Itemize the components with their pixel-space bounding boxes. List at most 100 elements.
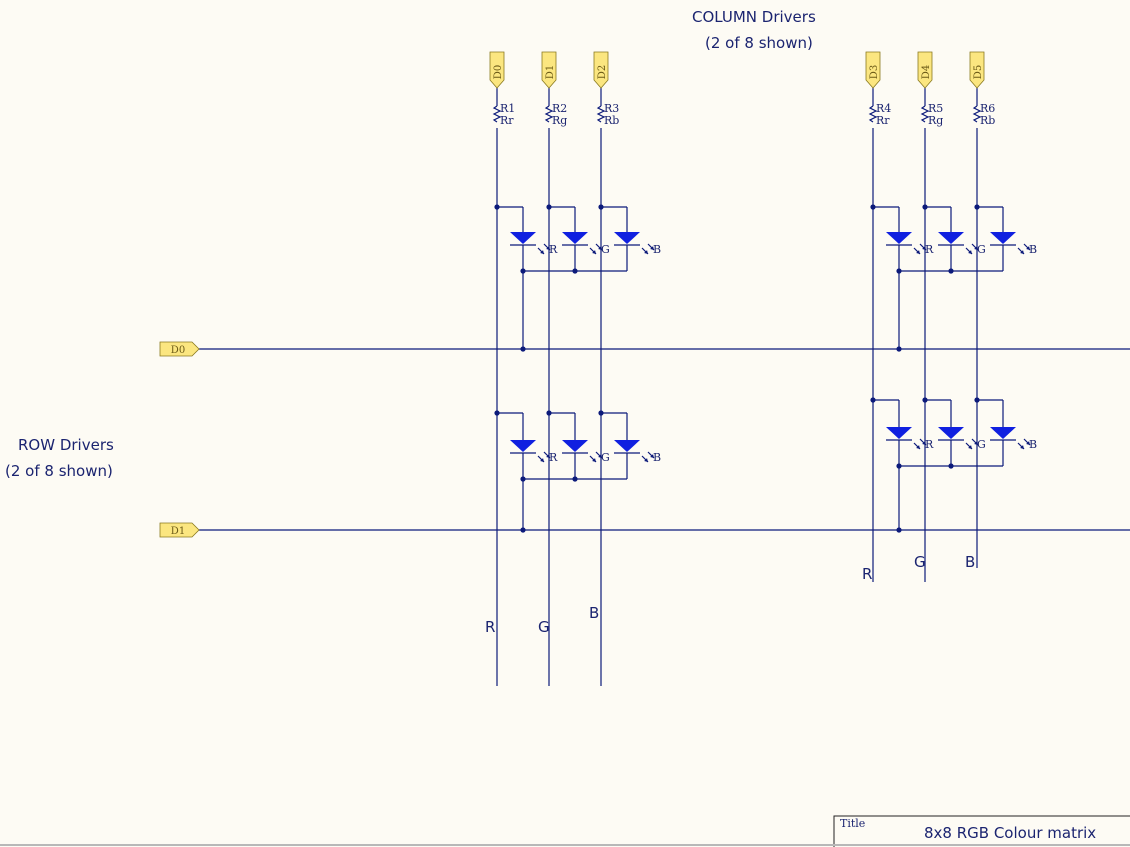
resistor-icon xyxy=(920,105,930,123)
led-color-label: R xyxy=(549,243,558,256)
arrow-head xyxy=(922,441,926,445)
resistor-icon xyxy=(492,105,502,123)
arrow-head xyxy=(922,246,926,250)
column-port-d4[interactable]: D4 xyxy=(917,51,933,89)
led-icon xyxy=(614,232,640,244)
junction-dot xyxy=(922,204,928,210)
resistor-value: Rg xyxy=(552,114,567,127)
port-flag xyxy=(969,51,985,89)
junction-dot xyxy=(572,476,578,482)
port-flag xyxy=(159,522,200,538)
row-port-d0[interactable]: D0 xyxy=(159,341,200,357)
led-icon xyxy=(990,427,1016,439)
column-port-d5[interactable]: D5 xyxy=(969,51,985,89)
led-color-label: B xyxy=(653,451,661,464)
port-label: D4 xyxy=(921,65,932,79)
port-flag xyxy=(541,51,557,89)
led-color-label: G xyxy=(601,243,610,256)
arrow-head xyxy=(598,454,602,458)
arrow-head xyxy=(916,445,920,449)
arrow-head xyxy=(650,246,654,250)
port-flag xyxy=(159,341,200,357)
led-color-label: R xyxy=(549,451,558,464)
junction-dot xyxy=(870,204,876,210)
bus-label-r: R xyxy=(862,565,872,583)
arrow-head xyxy=(644,250,648,254)
column-port-d3[interactable]: D3 xyxy=(865,51,881,89)
led-icon xyxy=(510,440,536,452)
arrow-head xyxy=(1020,250,1024,254)
led-icon xyxy=(614,440,640,452)
resistor-icon xyxy=(596,105,606,123)
junction-dot xyxy=(896,463,902,469)
title-block: Title 8x8 RGB Colour matrix xyxy=(833,815,1130,847)
resistor-icon xyxy=(972,105,982,123)
led-color-label: R xyxy=(925,243,934,256)
junction-dot xyxy=(546,204,552,210)
arrow-head xyxy=(1026,441,1030,445)
arrow-head xyxy=(974,441,978,445)
resistor-value: Rg xyxy=(928,114,943,127)
led-color-label: G xyxy=(977,438,986,451)
arrow-head xyxy=(546,246,550,250)
port-label: D1 xyxy=(545,65,556,79)
resistor-value: Rb xyxy=(604,114,619,127)
arrow-head xyxy=(598,246,602,250)
port-label: D3 xyxy=(869,65,880,79)
column-drivers-subtitle: (2 of 8 shown) xyxy=(705,34,813,52)
junction-dot xyxy=(948,268,954,274)
led-color-label: B xyxy=(653,243,661,256)
parts-layer: D0R1RrD1R2RgD2R3RbD3R4RrD4R5RgD5R6RbD0D1… xyxy=(159,51,1037,636)
junction-dot xyxy=(598,410,604,416)
led-icon xyxy=(886,232,912,244)
resistor-value: Rb xyxy=(980,114,995,127)
resistor-designator: R1 xyxy=(500,102,515,115)
resistor-icon xyxy=(868,105,878,123)
wires-layer xyxy=(199,88,1130,686)
bus-label-r: R xyxy=(485,618,495,636)
port-label: D0 xyxy=(171,345,185,356)
bus-label-b: B xyxy=(965,553,975,571)
title-block-label: Title xyxy=(840,817,865,830)
bus-label-g: G xyxy=(538,618,550,636)
arrow-head xyxy=(540,250,544,254)
led-icon xyxy=(562,440,588,452)
led-icon xyxy=(510,232,536,244)
junction-dot xyxy=(520,346,526,352)
led-icon xyxy=(938,427,964,439)
column-port-d1[interactable]: D1 xyxy=(541,51,557,89)
port-flag xyxy=(489,51,505,89)
bus-label-b: B xyxy=(589,604,599,622)
arrow-head xyxy=(644,458,648,462)
junction-dot xyxy=(494,204,500,210)
arrow-head xyxy=(592,458,596,462)
resistor-designator: R2 xyxy=(552,102,567,115)
column-drivers-title: COLUMN Drivers xyxy=(692,8,816,26)
port-flag xyxy=(865,51,881,89)
led-color-label: G xyxy=(601,451,610,464)
title-block-frame xyxy=(833,815,1130,847)
arrow-head xyxy=(916,250,920,254)
junction-dot xyxy=(896,527,902,533)
port-flag xyxy=(917,51,933,89)
arrow-head xyxy=(592,250,596,254)
row-port-d1[interactable]: D1 xyxy=(159,522,200,538)
column-port-d0[interactable]: D0 xyxy=(489,51,505,89)
led-icon xyxy=(562,232,588,244)
column-port-d2[interactable]: D2 xyxy=(593,51,609,89)
led-color-label: G xyxy=(977,243,986,256)
resistor-icon xyxy=(544,105,554,123)
arrow-head xyxy=(546,454,550,458)
port-flag xyxy=(593,51,609,89)
led-icon xyxy=(990,232,1016,244)
junction-dot xyxy=(546,410,552,416)
led-icon xyxy=(938,232,964,244)
resistor-designator: R3 xyxy=(604,102,619,115)
port-label: D1 xyxy=(171,526,185,537)
junction-dot xyxy=(598,204,604,210)
led-icon xyxy=(886,427,912,439)
led-color-label: B xyxy=(1029,438,1037,451)
